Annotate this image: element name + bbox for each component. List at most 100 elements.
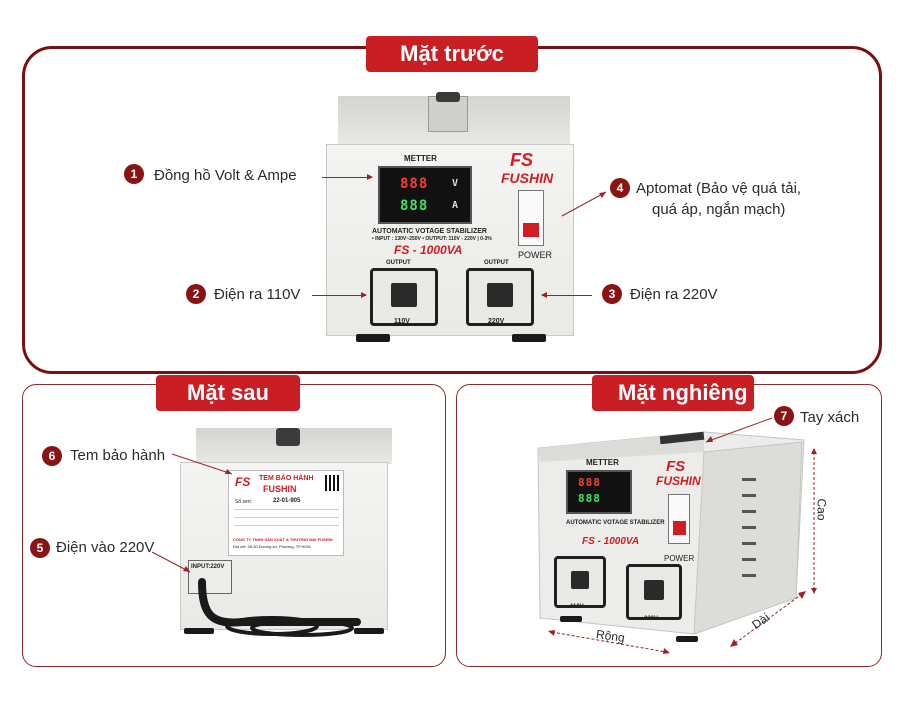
callout-1-arrow	[322, 174, 373, 180]
callout-5-text: Điện vào 220V	[56, 539, 155, 556]
side-outlet-110v-label: 110V	[570, 604, 584, 610]
side-amp-display: 888	[578, 492, 601, 505]
side-model-name: FS - 1000VA	[582, 536, 640, 547]
socket-icon	[391, 283, 417, 307]
socket-icon	[571, 571, 589, 589]
height-dimension-line	[811, 448, 817, 594]
amp-display: 888	[400, 198, 429, 214]
sticker-serial-value: 22-01-905	[273, 498, 301, 504]
sticker-line	[235, 517, 339, 518]
circuit-breaker	[518, 190, 544, 246]
width-label: Rộng	[595, 627, 626, 645]
callout-5-badge: 5	[30, 538, 50, 558]
outlet-220v-label: 220V	[488, 318, 505, 325]
callout-4-arrow	[561, 191, 607, 217]
volt-display: 888	[400, 176, 429, 192]
side-power-label: POWER	[664, 554, 695, 563]
sticker-logo: FS	[235, 475, 251, 489]
vent-slot	[742, 574, 756, 577]
warranty-sticker: FS TEM BẢO HÀNH FUSHIN Số seri: 22-01-90…	[228, 470, 344, 556]
sticker-footer1: CÔNG TY TNHH SẢN XUẤT & THƯƠNG MẠI FUSHI…	[233, 537, 333, 542]
outlet-110v-label: 110V	[394, 318, 410, 325]
callout-1-badge: 1	[124, 164, 144, 184]
input-port: INPUT:220V	[188, 560, 232, 594]
handle-icon	[276, 428, 300, 446]
side-outlet-110v	[554, 556, 606, 608]
model-title: AUTOMATIC VOTAGE STABILIZER	[372, 228, 487, 235]
brand-name: FUSHIN	[501, 170, 554, 186]
side-outlet-220v	[626, 564, 682, 620]
sticker-brand: FUSHIN	[263, 484, 297, 494]
qr-code-icon	[325, 475, 341, 491]
meter-label: METTER	[404, 154, 437, 163]
callout-3-text: Điện ra 220V	[630, 286, 718, 303]
callout-4-badge: 4	[610, 178, 630, 198]
side-view-title: Mặt nghiêng	[592, 375, 754, 411]
handle-icon	[436, 92, 460, 102]
side-model-title: AUTOMATIC VOTAGE STABILIZER	[566, 520, 665, 526]
sticker-footer2: Địa chỉ: 28-30 Đường số, Phường, TP.HCM	[233, 544, 311, 549]
outlet-220v	[466, 268, 534, 326]
socket-icon	[644, 580, 664, 600]
height-label: Cao	[814, 498, 829, 521]
callout-3-arrow	[541, 292, 592, 298]
power-cord-icon	[198, 578, 361, 637]
callout-2-arrow	[312, 292, 367, 298]
model-name: FS - 1000VA	[394, 243, 463, 257]
handle-plate	[428, 96, 468, 132]
callout-6-arrow	[171, 453, 233, 475]
device-foot	[676, 636, 698, 642]
side-volt-display: 888	[578, 476, 601, 489]
input-label: INPUT:220V	[191, 564, 225, 570]
vent-slot	[742, 558, 756, 561]
vent-slot	[742, 542, 756, 545]
callout-1-text: Đồng hồ Volt & Ampe	[154, 167, 297, 184]
device-foot	[354, 628, 384, 634]
volt-amp-meter: 888 888 V A	[378, 166, 472, 224]
side-outlet-220v-label: 220V	[644, 616, 659, 622]
socket-icon	[487, 283, 513, 307]
side-meter-label: METTER	[586, 458, 619, 467]
vent-slot	[742, 478, 756, 481]
callout-6-badge: 6	[42, 446, 62, 466]
sticker-serial-label: Số seri:	[235, 499, 252, 505]
outlet-110v	[370, 268, 438, 326]
vent-slot	[742, 526, 756, 529]
vent-slot	[742, 494, 756, 497]
callout-7-badge: 7	[774, 406, 794, 426]
output-label-110: OUTPUT	[386, 260, 411, 266]
callout-7-arrow	[705, 417, 773, 443]
output-label-220: OUTPUT	[484, 260, 509, 266]
vent-slot	[742, 510, 756, 513]
device-foot	[356, 334, 390, 342]
front-view-title: Mặt trước	[366, 36, 538, 72]
callout-4-text-line1: Aptomat (Bảo vệ quá tải,	[636, 180, 802, 197]
callout-2-text: Điện ra 110V	[214, 286, 301, 303]
side-brand-name: FUSHIN	[656, 474, 701, 488]
amp-unit: A	[452, 200, 460, 211]
model-spec: • INPUT : 130V~250V • OUTPUT: 110V - 220…	[372, 236, 492, 242]
breaker-switch	[523, 223, 539, 237]
callout-4-text-line2: quá áp, ngắn mạch)	[652, 201, 786, 218]
device-foot	[184, 628, 214, 634]
sticker-title: TEM BẢO HÀNH	[259, 475, 314, 482]
callout-7-text: Tay xách	[800, 409, 860, 426]
side-breaker-switch	[673, 521, 686, 535]
brand-logo: FS	[510, 150, 534, 170]
callout-5-arrow	[151, 551, 191, 573]
callout-6-text: Tem bảo hành	[70, 447, 166, 464]
side-brand-logo: FS	[666, 458, 686, 475]
callout-2-badge: 2	[186, 284, 206, 304]
power-label: POWER	[518, 250, 553, 260]
back-view-title: Mặt sau	[156, 375, 300, 411]
sticker-line	[235, 525, 339, 526]
width-dimension-line	[548, 630, 670, 654]
device-foot	[560, 616, 582, 622]
side-breaker	[668, 494, 690, 544]
side-meter: 888 888	[566, 470, 632, 514]
device-foot	[512, 334, 546, 342]
callout-3-badge: 3	[602, 284, 622, 304]
length-dimension-line	[730, 591, 806, 647]
volt-unit: V	[452, 178, 460, 189]
sticker-line	[235, 509, 339, 510]
